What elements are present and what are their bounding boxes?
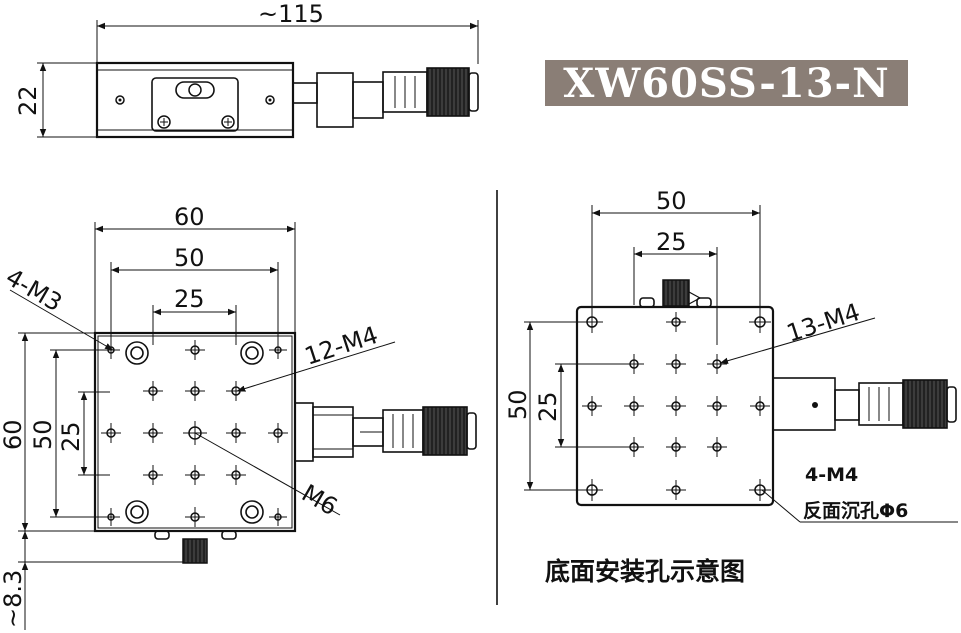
bottom-inner-height-label: 25 (534, 391, 562, 422)
bottom-height-label: 50 (504, 389, 532, 420)
callout-m6: M6 (297, 479, 342, 521)
top-left-height-label: 60 (0, 419, 27, 450)
note-4-m4: 4-M4 (805, 464, 858, 486)
callout-13-m4: 13-M4 (783, 298, 863, 348)
top-left-inner-label: 25 (57, 421, 85, 452)
top-hole-span-label: 50 (174, 244, 205, 272)
top-bottom-offset-label: ~8.3 (0, 570, 27, 628)
side-length-label: ~115 (258, 0, 324, 28)
bottom-hole-grid (581, 311, 771, 501)
threaded-hole-grid (101, 340, 288, 527)
counterbore-holes (125, 341, 264, 524)
callout-4-m3: 4-M3 (1, 263, 67, 317)
model-title: XW60SS-13-N (563, 59, 890, 107)
top-inner-span-label: 25 (174, 285, 205, 313)
bottom-view-caption: 底面安装孔示意图 (545, 557, 745, 586)
note-counterbore: 反面沉孔Φ6 (803, 500, 908, 522)
side-view: ~115 22 (14, 0, 479, 139)
top-width-label: 60 (174, 203, 205, 231)
bottom-width-label: 50 (656, 187, 687, 215)
side-height-label: 22 (14, 85, 42, 116)
top-view: 60 50 25 60 50 25 ~8.3 (0, 203, 477, 630)
top-left-span-label: 50 (29, 419, 57, 450)
callout-12-m4: 12-M4 (301, 321, 381, 371)
bottom-view: 50 25 50 25 13-M4 (504, 187, 958, 586)
bottom-inner-label: 25 (656, 228, 687, 256)
model-title-badge: XW60SS-13-N (545, 59, 908, 107)
